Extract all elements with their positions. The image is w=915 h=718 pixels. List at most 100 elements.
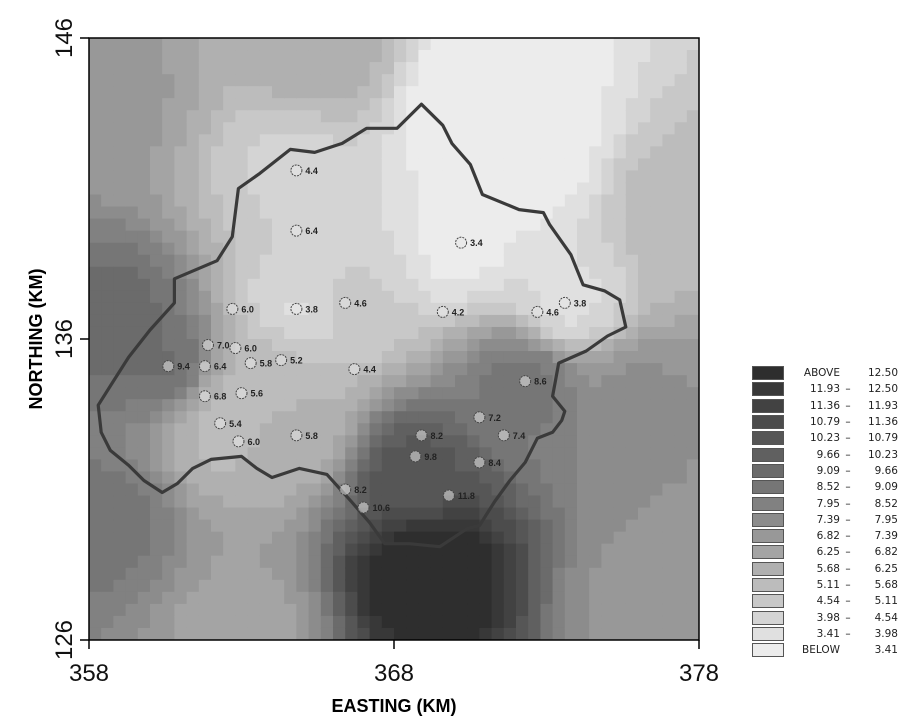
heat-cell bbox=[211, 290, 224, 304]
heat-cell bbox=[113, 543, 127, 557]
heat-cell bbox=[662, 98, 676, 111]
heat-cell bbox=[601, 531, 615, 545]
heat-cell bbox=[186, 194, 200, 208]
heat-cell bbox=[503, 278, 517, 292]
heat-cell bbox=[540, 627, 554, 640]
heat-cell bbox=[308, 435, 322, 448]
heat-cell bbox=[174, 339, 188, 352]
legend-high: 9.09 bbox=[874, 481, 898, 494]
heat-cell bbox=[333, 435, 346, 448]
heat-cell bbox=[259, 579, 273, 593]
heat-cell bbox=[418, 519, 432, 533]
legend-swatch bbox=[752, 626, 784, 641]
legend-dash: – bbox=[845, 579, 851, 591]
heat-cell bbox=[272, 230, 285, 244]
heat-cell bbox=[211, 435, 224, 448]
heat-cell bbox=[198, 242, 212, 256]
heat-cell bbox=[113, 254, 127, 268]
heat-cell bbox=[162, 567, 175, 581]
heat-cell bbox=[552, 579, 566, 593]
heat-cell bbox=[369, 615, 383, 629]
heat-cell bbox=[589, 603, 602, 617]
heat-cell bbox=[259, 387, 273, 400]
heat-cell bbox=[186, 399, 200, 412]
heat-cell bbox=[589, 62, 602, 75]
heat-cell bbox=[150, 423, 163, 436]
heat-cell bbox=[625, 38, 639, 51]
heat-cell bbox=[491, 603, 505, 617]
heat-cell bbox=[467, 74, 480, 87]
heat-cell bbox=[540, 134, 554, 147]
heat-cell bbox=[467, 146, 480, 159]
heat-cell bbox=[479, 567, 493, 581]
heat-cell bbox=[235, 555, 249, 569]
heat-cell bbox=[662, 182, 676, 196]
heat-cell bbox=[406, 50, 419, 63]
heat-cell bbox=[223, 543, 236, 557]
heat-cell bbox=[345, 110, 358, 123]
heat-cell bbox=[686, 314, 699, 328]
heat-cell bbox=[137, 387, 151, 400]
heat-cell bbox=[369, 363, 383, 376]
heat-cell bbox=[272, 314, 285, 328]
heat-cell bbox=[455, 579, 468, 593]
heat-cell bbox=[369, 579, 383, 593]
heat-cell bbox=[357, 543, 371, 557]
heat-cell bbox=[174, 278, 188, 292]
heat-cell bbox=[137, 519, 151, 533]
station-marker bbox=[473, 411, 486, 424]
heat-cell bbox=[589, 555, 602, 569]
heat-cell bbox=[625, 86, 639, 99]
heat-cell bbox=[162, 603, 175, 617]
heat-cell bbox=[101, 86, 114, 99]
heat-cell bbox=[503, 387, 517, 400]
heat-cell bbox=[467, 435, 480, 448]
heat-cell bbox=[564, 86, 578, 99]
heat-cell bbox=[137, 62, 151, 75]
heat-cell bbox=[259, 146, 273, 159]
heat-cell bbox=[686, 182, 699, 196]
heat-cell bbox=[308, 555, 322, 569]
heat-cell bbox=[577, 615, 590, 629]
heat-cell bbox=[186, 339, 200, 352]
heat-cell bbox=[125, 591, 139, 605]
heat-cell bbox=[442, 471, 456, 485]
heat-cell bbox=[442, 314, 456, 328]
heat-cell bbox=[101, 591, 114, 605]
heat-cell bbox=[430, 579, 444, 593]
station-marker bbox=[519, 375, 532, 388]
heat-cell bbox=[601, 98, 615, 111]
heat-cell bbox=[442, 242, 456, 256]
heat-cell bbox=[516, 627, 529, 640]
heat-cell bbox=[320, 375, 334, 388]
heat-cell bbox=[528, 531, 541, 545]
heat-cell bbox=[101, 206, 114, 220]
heat-cell bbox=[589, 519, 602, 533]
station-value-label: 4.4 bbox=[363, 365, 376, 375]
heat-cell bbox=[89, 471, 102, 485]
heat-cell bbox=[211, 375, 224, 388]
heat-cell bbox=[638, 555, 651, 569]
heat-cell bbox=[491, 146, 505, 159]
heat-cell bbox=[638, 86, 651, 99]
heat-cell bbox=[479, 326, 493, 340]
heat-cell bbox=[223, 471, 236, 485]
heat-cell bbox=[235, 314, 249, 328]
heat-cell bbox=[455, 555, 468, 569]
station-marker bbox=[357, 501, 370, 514]
heat-cell bbox=[150, 278, 163, 292]
heat-cell bbox=[406, 603, 419, 617]
legend-dash: – bbox=[845, 464, 851, 477]
heat-cell bbox=[394, 242, 407, 256]
legend-entry: 11.93–12.50 bbox=[752, 381, 912, 397]
heat-cell bbox=[528, 74, 541, 87]
heat-cell bbox=[455, 435, 468, 448]
heat-cell bbox=[418, 363, 432, 376]
legend-dash: – bbox=[845, 383, 851, 396]
heat-cell bbox=[381, 62, 395, 75]
heat-cell bbox=[418, 507, 432, 521]
heat-cell bbox=[503, 627, 517, 640]
heat-cell bbox=[479, 531, 493, 545]
heat-cell bbox=[686, 266, 699, 280]
heat-cell bbox=[186, 326, 200, 340]
